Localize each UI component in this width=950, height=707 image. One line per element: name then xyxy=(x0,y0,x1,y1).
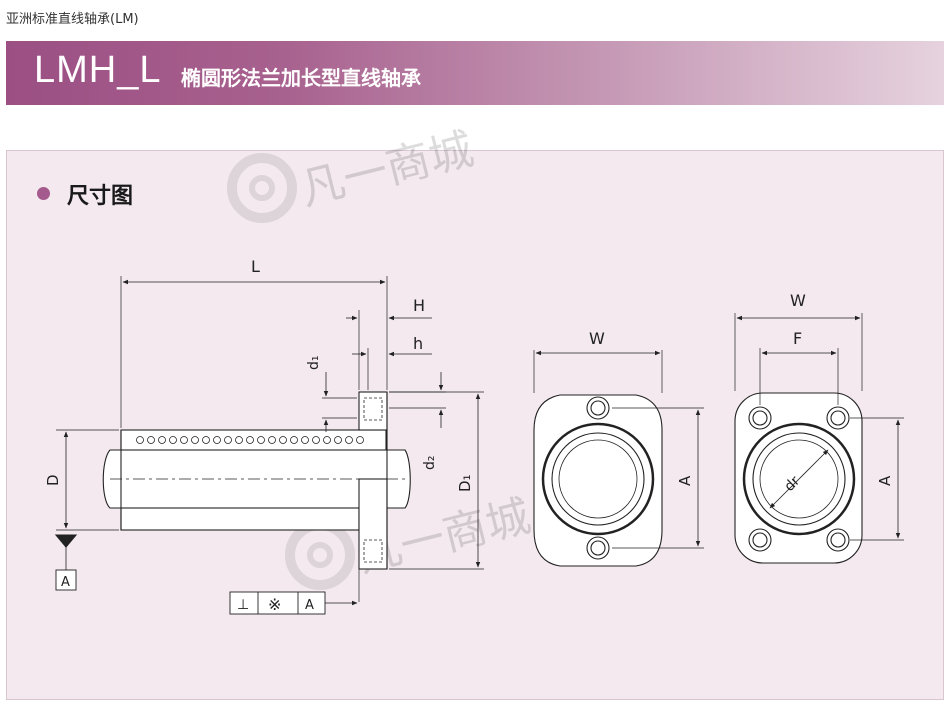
breadcrumb: 亚洲标准直线轴承(LM) xyxy=(6,12,139,27)
square-label-F: F xyxy=(793,329,802,348)
side-view xyxy=(54,276,484,615)
bullet-icon xyxy=(37,187,50,200)
label-H: H xyxy=(413,296,425,315)
front-view-square xyxy=(734,313,904,564)
header-banner: LMH_L 椭圆形法兰加长型直线轴承 xyxy=(6,41,944,105)
square-label-A: A xyxy=(876,475,894,486)
tolerance-datum: A xyxy=(305,598,314,613)
oval-label-W: W xyxy=(589,329,605,348)
label-d2: d₂ xyxy=(422,456,438,471)
label-L: L xyxy=(251,257,260,276)
datum-label: A xyxy=(61,575,70,590)
section-title: 尺寸图 xyxy=(67,184,134,209)
oval-label-A: A xyxy=(676,475,694,486)
label-D1: D₁ xyxy=(456,474,474,492)
front-view-oval xyxy=(533,350,704,567)
tolerance-mark-symbol: ※ xyxy=(268,595,281,614)
watermark-text: 凡一商城 xyxy=(295,124,478,216)
label-h: h xyxy=(413,334,423,353)
perpendicularity-symbol: ⊥ xyxy=(237,597,249,613)
label-D: D xyxy=(44,474,62,486)
model-title: LMH_L xyxy=(34,49,162,91)
model-description: 椭圆形法兰加长型直线轴承 xyxy=(181,66,421,90)
label-d1: d₁ xyxy=(306,356,322,371)
square-label-W: W xyxy=(790,291,806,310)
